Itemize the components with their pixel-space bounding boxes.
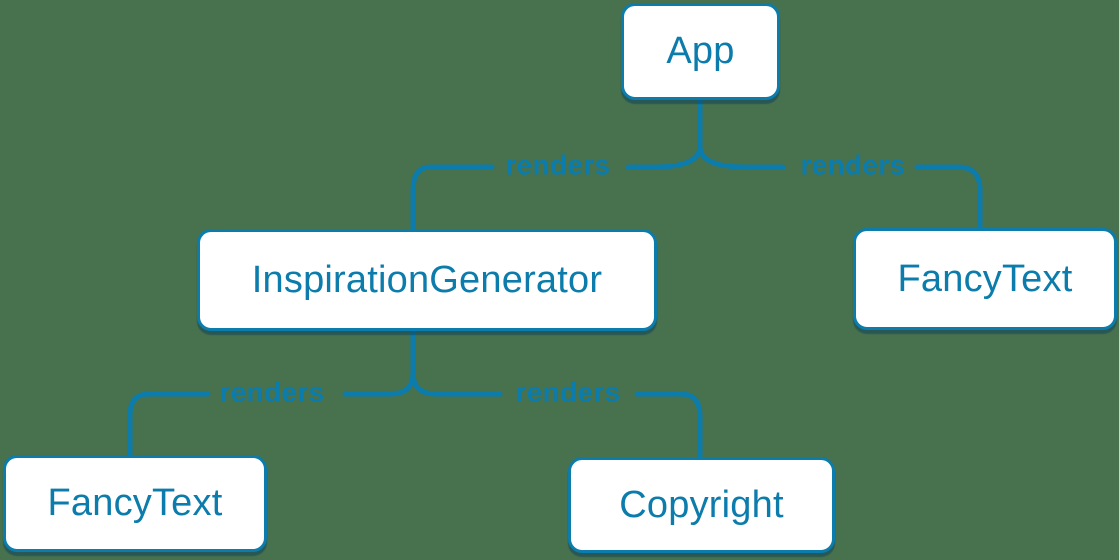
node-fancytext-top: FancyText	[853, 228, 1117, 330]
edge-inspiration-generator-to-copyright	[410, 370, 703, 460]
edge-label-app-fancy-text: renders	[800, 149, 906, 181]
node-app: App	[621, 3, 780, 100]
node-fancytext-bottom: FancyText	[3, 455, 267, 552]
node-copyright: Copyright	[568, 457, 835, 553]
edge-app-to-fancy-text	[697, 143, 983, 231]
edge-label-inspiration-generator-fancy-text: renders	[219, 376, 325, 408]
node-inspiration-generator: InspirationGenerator	[197, 229, 657, 331]
edge-label-inspiration-generator-copyright: renders	[515, 376, 621, 408]
edge-label-app-inspiration-generator: renders	[505, 149, 611, 181]
